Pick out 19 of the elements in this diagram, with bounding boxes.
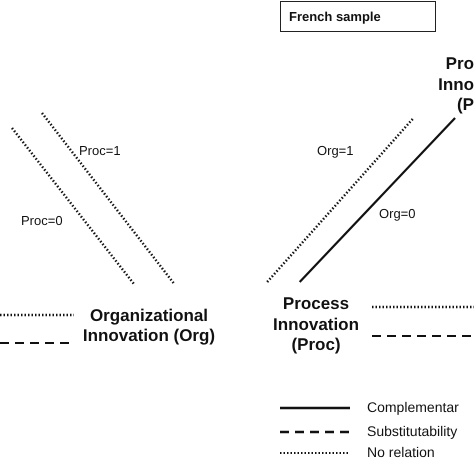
node-label: Organizational Innovation (Org)	[82, 306, 216, 346]
text-box	[280, 1, 436, 32]
connector-line	[266, 117, 414, 283]
connector-line	[298, 117, 456, 283]
edge-label: Org=0	[378, 206, 416, 221]
connector-line	[41, 112, 176, 285]
connector-line	[372, 335, 474, 337]
node-label: Pro Inno (P	[437, 54, 474, 116]
node-label: French sample	[289, 8, 382, 24]
edge-label: Proc=0	[20, 213, 64, 228]
node-label: Process Innovation (Proc)	[272, 294, 360, 356]
edge-label: Proc=1	[78, 143, 122, 158]
connector-line	[11, 127, 135, 285]
legend-label: Complementar	[367, 399, 459, 415]
legend-label: No relation	[367, 444, 435, 460]
legend-label: Substitutability	[367, 423, 458, 439]
edge-label: Org=1	[316, 143, 354, 158]
connector-line	[372, 306, 474, 308]
connector-line	[0, 314, 74, 316]
